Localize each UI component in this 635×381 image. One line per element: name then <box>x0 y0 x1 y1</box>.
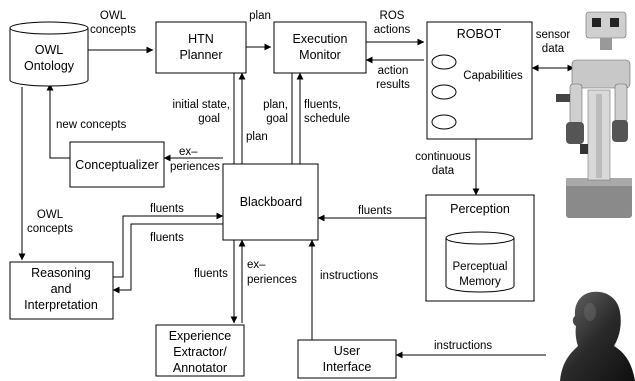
label-owl-concepts-left-1: OWL <box>37 209 64 221</box>
perception-title: Perception <box>450 202 510 216</box>
user-interface-label-2: Interface <box>323 360 372 374</box>
label-ros-actions-2: actions <box>374 24 411 36</box>
label-plan-top: plan <box>249 10 271 22</box>
edge-labels: OWL concepts plan ROS actions action res… <box>27 10 570 352</box>
label-sensor-data-2: data <box>542 43 565 55</box>
reasoning-label-3: Interpretation <box>24 298 98 312</box>
human-head-photo <box>560 291 635 381</box>
reasoning-label-2: and <box>51 282 72 296</box>
label-owl-concepts-top-1: OWL <box>100 10 127 22</box>
user-interface-label-1: User <box>334 344 360 358</box>
robot-photo <box>556 11 632 218</box>
label-owl-concepts-left-2: concepts <box>27 223 73 235</box>
label-experiences-left-2: periences <box>170 161 220 173</box>
reasoning-node: Reasoning and Interpretation <box>9 261 114 320</box>
owl-ontology-label-1: OWL <box>35 43 64 57</box>
label-owl-concepts-top-2: concepts <box>90 24 136 36</box>
label-instructions-bottom: instructions <box>434 340 492 352</box>
perceptual-memory-cylinder: Perceptual Memory <box>445 231 515 293</box>
label-fluents-schedule-2: schedule <box>304 113 350 125</box>
robot-title: ROBOT <box>457 27 502 41</box>
experience-extractor-label-2: Extractor/ <box>173 345 227 359</box>
label-experiences-bottom-2: periences <box>247 274 297 286</box>
label-experiences-bottom-1: ex– <box>247 259 266 271</box>
label-sensor-data-1: sensor <box>536 29 571 41</box>
execution-monitor-label-1: Execution <box>293 32 348 46</box>
experience-extractor-label-3: Annotator <box>173 361 227 375</box>
label-fluents-schedule-1: fluents, <box>304 99 341 111</box>
experience-extractor-node: Experience Extractor/ Annotator <box>155 324 245 377</box>
label-plan-goal-2: goal <box>266 113 288 125</box>
edge-conceptualizer-to-owl <box>46 83 70 159</box>
label-initial-state-goal-1: initial state, <box>172 99 230 111</box>
execution-monitor-label-2: Monitor <box>299 48 341 62</box>
htn-planner-node: HTN Planner <box>155 21 247 74</box>
capability-oval-2 <box>431 84 457 100</box>
label-fluents-right: fluents <box>358 205 392 217</box>
label-ros-actions-1: ROS <box>380 10 405 22</box>
conceptualizer-node: Conceptualizer <box>69 141 165 188</box>
htn-planner-label-1: HTN <box>188 32 214 46</box>
execution-monitor-node: Execution Monitor <box>273 21 367 74</box>
label-fluents-left-2: fluents <box>150 232 184 244</box>
owl-ontology-label-2: Ontology <box>24 59 75 73</box>
user-interface-node: User Interface <box>297 339 397 379</box>
edges <box>18 38 575 359</box>
edge-reasoning-to-blackboard <box>113 212 224 278</box>
capability-oval-3 <box>431 114 457 130</box>
label-fluents-bottom: fluents <box>194 268 228 280</box>
label-instructions-mid: instructions <box>320 270 378 282</box>
edge-blackboard-to-reasoning <box>112 223 223 294</box>
label-experiences-left-1: ex– <box>179 146 198 158</box>
blackboard-label: Blackboard <box>240 195 303 209</box>
label-continuous-data-1: continuous <box>415 151 471 163</box>
conceptualizer-label: Conceptualizer <box>75 158 158 172</box>
label-plan-goal-1: plan, <box>263 99 288 111</box>
reasoning-label-1: Reasoning <box>31 266 91 280</box>
capability-oval-1 <box>431 54 457 70</box>
label-action-results-2: results <box>376 79 410 91</box>
label-action-results-1: action <box>378 65 409 77</box>
label-fluents-left-1: fluents <box>150 203 184 215</box>
perceptual-memory-label-2: Memory <box>459 276 501 288</box>
label-new-concepts: new concepts <box>56 119 127 131</box>
owl-ontology-node: OWL Ontology <box>9 21 89 87</box>
robot-capabilities-label: Capabilities <box>463 70 523 82</box>
perception-node: Perception Perceptual Memory <box>425 194 535 302</box>
label-continuous-data-2: data <box>432 165 455 177</box>
blackboard-node: Blackboard <box>222 163 319 241</box>
perceptual-memory-label-1: Perceptual <box>453 261 508 273</box>
htn-planner-label-2: Planner <box>179 48 222 62</box>
robot-node: ROBOT Capabilities <box>426 21 533 140</box>
experience-extractor-label-1: Experience <box>169 329 232 343</box>
label-initial-state-goal-2: goal <box>198 113 220 125</box>
label-plan-mid: plan <box>246 131 268 143</box>
